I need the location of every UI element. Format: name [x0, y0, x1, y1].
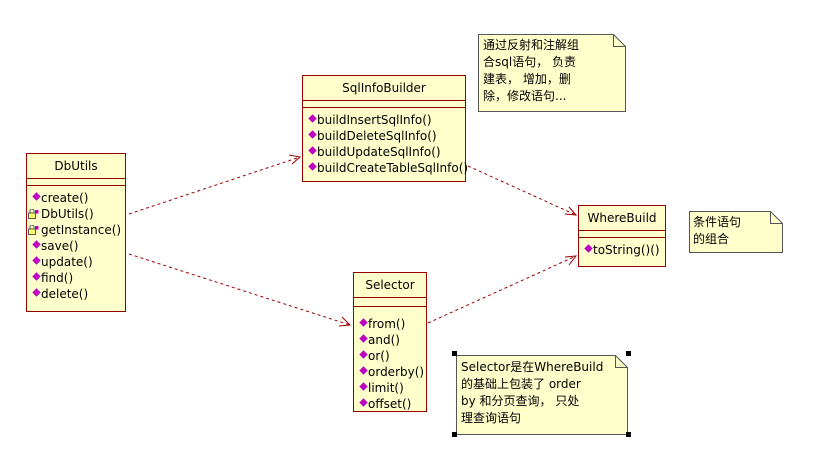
- dependency-selector-wherebuild: [427, 255, 577, 324]
- public-icon: [32, 240, 41, 249]
- attributes-compartment: [27, 179, 125, 186]
- note-sqlinfobuilder[interactable]: 通过反射和注解组 合sql语句， 负责 建表， 增加，删 除，修改语句...: [478, 34, 626, 112]
- class-name: SqlInfoBuilder: [303, 76, 465, 101]
- operation-item[interactable]: limit(): [358, 380, 426, 396]
- arrowhead-selector: [338, 316, 352, 327]
- public-icon: [584, 244, 593, 253]
- attributes-compartment: [354, 298, 426, 307]
- operations-compartment: buildInsertSqlInfo() buildDeleteSqlInfo(…: [303, 108, 469, 176]
- dependency-dbutils-sqlinfobuilder: [128, 156, 301, 215]
- operation-item[interactable]: and(): [358, 332, 426, 348]
- arrowhead-wherebuild-top: [564, 206, 578, 216]
- protected-key-icon: [28, 225, 39, 235]
- operation-item[interactable]: toString()(): [583, 242, 665, 258]
- public-icon: [32, 272, 41, 281]
- attributes-compartment: [303, 101, 465, 108]
- operation-item[interactable]: update(): [31, 254, 125, 270]
- operation-item[interactable]: save(): [31, 238, 125, 254]
- public-icon: [359, 366, 368, 375]
- note-text: 条件语句 的组合: [693, 215, 742, 246]
- operation-label: offset(): [368, 397, 412, 411]
- protected-key-icon: [28, 209, 39, 219]
- operation-label: save(): [41, 239, 79, 253]
- selection-handle-top-right[interactable]: [626, 351, 631, 356]
- operation-item[interactable]: delete(): [31, 286, 125, 302]
- class-selector[interactable]: Selector from() and() or() orderby() lim…: [353, 272, 427, 412]
- operation-label: orderby(): [368, 365, 425, 379]
- operation-item[interactable]: buildInsertSqlInfo(): [307, 112, 465, 128]
- public-icon: [359, 318, 368, 327]
- operation-item[interactable]: buildUpdateSqlInfo(): [307, 144, 465, 160]
- public-icon: [359, 398, 368, 407]
- operation-label: update(): [41, 255, 93, 269]
- class-name: WhereBuild: [579, 206, 665, 231]
- note-wherebuild[interactable]: 条件语句 的组合: [689, 211, 783, 253]
- operation-label: buildInsertSqlInfo(): [317, 113, 432, 127]
- operation-item[interactable]: buildCreateTableSqlInfo(): [307, 160, 469, 176]
- class-name: Selector: [354, 273, 426, 298]
- operations-compartment: from() and() or() orderby() limit() offs…: [354, 307, 426, 412]
- operation-label: buildCreateTableSqlInfo(): [317, 161, 469, 175]
- note-text: 通过反射和注解组 合sql语句， 负责 建表， 增加，删 除，修改语句...: [483, 38, 580, 103]
- selection-handle-bottom-left[interactable]: [452, 432, 457, 437]
- operation-label: buildUpdateSqlInfo(): [317, 145, 441, 159]
- operation-label: and(): [368, 333, 400, 347]
- public-icon: [359, 350, 368, 359]
- operation-label: DbUtils(): [41, 207, 94, 221]
- public-icon: [32, 256, 41, 265]
- public-icon: [359, 334, 368, 343]
- note-selector[interactable]: Selector是在WhereBuild 的基础上包装了 order by 和分…: [456, 355, 628, 435]
- operation-label: create(): [41, 191, 89, 205]
- operation-item[interactable]: or(): [358, 348, 426, 364]
- arrowhead-sqlinfobuilder: [288, 154, 302, 165]
- public-icon: [32, 192, 41, 201]
- operation-label: from(): [368, 317, 406, 331]
- operations-compartment: create() DbUtils() getInstance() save() …: [27, 186, 125, 302]
- operations-compartment: toString()(): [579, 238, 665, 258]
- dependency-sqlinfobuilder-wherebuild: [467, 165, 577, 216]
- operation-item[interactable]: offset(): [358, 396, 426, 412]
- operation-item[interactable]: orderby(): [358, 364, 426, 380]
- class-name: DbUtils: [27, 154, 125, 179]
- operation-label: getInstance(): [41, 223, 122, 237]
- operation-label: delete(): [41, 287, 89, 301]
- public-icon: [308, 114, 317, 123]
- class-wherebuild[interactable]: WhereBuild toString()(): [578, 205, 666, 267]
- note-shape: [478, 34, 626, 112]
- operation-item[interactable]: create(): [31, 190, 125, 206]
- arrowhead-wherebuild-bottom: [564, 255, 578, 266]
- operation-item[interactable]: find(): [31, 270, 125, 286]
- operation-label: limit(): [368, 381, 404, 395]
- operation-item[interactable]: buildDeleteSqlInfo(): [307, 128, 465, 144]
- selection-handle-bottom-right[interactable]: [626, 432, 631, 437]
- dependency-dbutils-selector: [128, 253, 351, 326]
- public-icon: [308, 162, 317, 171]
- attributes-compartment: [579, 231, 665, 238]
- operation-label: find(): [41, 271, 74, 285]
- operation-label: buildDeleteSqlInfo(): [317, 129, 437, 143]
- operation-label: or(): [368, 349, 390, 363]
- public-icon: [359, 382, 368, 391]
- operation-item[interactable]: getInstance(): [28, 222, 125, 238]
- public-icon: [308, 130, 317, 139]
- selection-handle-top-left[interactable]: [452, 351, 457, 356]
- note-shape: [689, 211, 783, 253]
- note-text: Selector是在WhereBuild 的基础上包装了 order by 和分…: [461, 360, 604, 425]
- operation-item[interactable]: DbUtils(): [28, 206, 125, 222]
- public-icon: [32, 288, 41, 297]
- public-icon: [308, 146, 317, 155]
- operation-label: toString()(): [593, 243, 660, 257]
- note-shape: [456, 355, 628, 435]
- class-sqlinfobuilder[interactable]: SqlInfoBuilder buildInsertSqlInfo() buil…: [302, 75, 469, 182]
- operation-item[interactable]: from(): [358, 316, 426, 332]
- class-dbutils[interactable]: DbUtils create() DbUtils() getInstance()…: [26, 153, 126, 312]
